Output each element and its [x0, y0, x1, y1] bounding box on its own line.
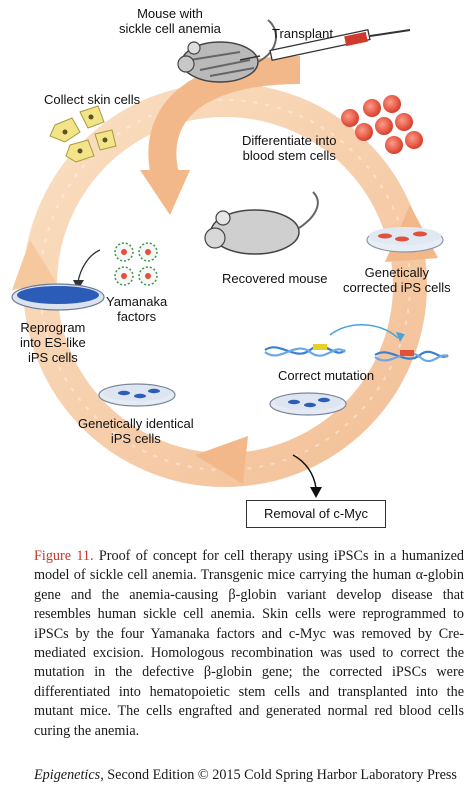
- arrowhead-bottom: [195, 436, 248, 484]
- removal-arrowhead: [310, 487, 322, 498]
- corrected-dish: [366, 227, 444, 253]
- recovered-mouse: [204, 191, 319, 255]
- figure-label: Figure 11.: [34, 548, 94, 564]
- yamanaka-factors: [73, 242, 158, 290]
- sickle-mouse: [177, 19, 277, 83]
- arrowhead-left: [12, 240, 56, 290]
- label-mouse-anemia: Mouse with sickle cell anemia: [119, 6, 221, 36]
- caption-text: Proof of concept for cell therapy using …: [34, 548, 464, 739]
- dna-helix-left: [264, 344, 346, 357]
- diagram-graphics: [11, 19, 449, 498]
- removal-box: Removal of c-Myc: [246, 500, 386, 528]
- reprogram-dish: [11, 283, 105, 311]
- label-corrected: Genetically corrected iPS cells: [343, 265, 451, 295]
- label-recovered: Recovered mouse: [222, 271, 328, 286]
- label-transplant: Transplant: [272, 26, 333, 41]
- figure-caption: Figure 11. Proof of concept for cell the…: [34, 547, 464, 741]
- label-reprogram: Reprogram into ES-like iPS cells: [20, 320, 86, 365]
- mutation-arrowhead: [396, 332, 405, 342]
- mutation-dish: [269, 392, 347, 416]
- label-differentiate: Differentiate into blood stem cells: [242, 133, 337, 163]
- inner-arrow: [140, 56, 301, 215]
- label-identical: Genetically identical iPS cells: [78, 416, 194, 446]
- blood-stem-cells: [341, 95, 423, 154]
- mutation-arrow: [329, 324, 399, 339]
- label-collect-skin: Collect skin cells: [44, 92, 141, 107]
- label-yamanaka: Yamanaka factors: [106, 294, 168, 324]
- citation-book: Epigenetics: [34, 767, 101, 783]
- citation-rest: , Second Edition © 2015 Cold Spring Harb…: [100, 767, 457, 783]
- citation: Epigenetics, Second Edition © 2015 Cold …: [34, 766, 464, 785]
- label-correct-mutation: Correct mutation: [278, 368, 375, 383]
- identical-dish: [98, 383, 176, 407]
- skin-cells: [49, 105, 117, 163]
- syringe-icon: [239, 28, 411, 62]
- diagram-panel: Mouse with sickle cell anemia Transplant…: [11, 6, 451, 528]
- dna-helix-right: [374, 350, 449, 363]
- removal-arrow: [292, 454, 317, 489]
